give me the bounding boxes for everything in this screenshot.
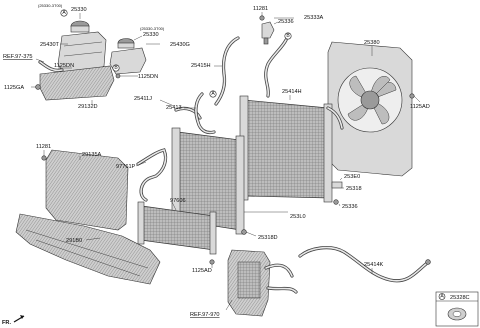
condenser-253l0 (171, 127, 247, 235)
sensor-bolt (259, 15, 265, 21)
label-25318d: 25318D (258, 235, 278, 241)
sensor-25333a (261, 21, 275, 39)
pressure-cap-body (117, 42, 135, 49)
lower-hose-25414k (298, 246, 431, 283)
air-guard-29135a (41, 149, 129, 231)
arrow-icon (13, 315, 25, 323)
bolt-11281-left (41, 155, 47, 161)
reservoir-assembly (35, 20, 147, 101)
label-25415h: 25415H (191, 63, 211, 69)
fan-shroud-25380 (327, 41, 415, 177)
label-25330-top: 25330 (71, 7, 87, 13)
label-253l0: 253L0 (290, 214, 306, 220)
leaders-top-left (31, 13, 160, 104)
label-97761p: 97761P (116, 164, 136, 170)
label-97606: 97606 (170, 198, 186, 204)
label-25328c: 25328C (450, 295, 470, 301)
label-front: FR. (2, 320, 11, 326)
reservoir-bracket (39, 65, 115, 101)
label-25430g: 25430G (170, 42, 190, 48)
sub-condenser-97606 (137, 201, 217, 255)
label-29135a: 29135A (82, 152, 102, 158)
radiator-core (243, 99, 331, 199)
fan-hub (360, 90, 380, 110)
label-25411j: 25411J (134, 96, 152, 102)
svg-text:A: A (211, 91, 215, 97)
bolt-1125dn (115, 73, 121, 79)
bolt-1125ad-bottom (209, 259, 215, 265)
callout-b-top: B (112, 64, 120, 72)
svg-text:A: A (440, 294, 444, 300)
callout-a-legend: A (438, 293, 446, 300)
label-1125ad-bottom: 1125AD (192, 268, 212, 274)
hose-25411j (174, 106, 202, 120)
coolant-module (227, 249, 298, 317)
label-25336-bot: 25336 (342, 204, 358, 210)
label-1125dn-a: 1125DN (54, 63, 74, 69)
label-253e0: 253E0 (344, 174, 360, 180)
air-guard (45, 149, 129, 231)
label-25336-top: 25336 (278, 19, 294, 25)
label-29132d: 29132D (78, 104, 98, 110)
svg-text:B: B (286, 33, 290, 39)
label-1125ga: 1125GA (4, 85, 24, 91)
bracket-253e0 (331, 181, 343, 205)
sensor-assembly (259, 15, 275, 45)
svg-text:B: B (114, 65, 118, 71)
label-11281-top: 11281 (253, 6, 268, 12)
reservoir-cap-body (70, 25, 90, 33)
label-25380: 25380 (364, 40, 380, 46)
callout-a-top: A (60, 9, 68, 17)
svg-text:A: A (62, 10, 66, 16)
label-291b0: 291B0 (66, 238, 82, 244)
label-1125ad-right: 1125AD (410, 104, 430, 110)
radiator-main (239, 95, 344, 203)
label-ref-97-375: REF.97-375 (3, 54, 33, 60)
mounting-bolt (35, 84, 41, 90)
label-25333a: 25333A (304, 15, 324, 21)
drain-plug (241, 229, 247, 235)
hose-25413 (194, 92, 216, 135)
clip-icon (447, 307, 467, 321)
bolt-1125ad-right (409, 93, 415, 99)
sensor-hose (264, 38, 288, 98)
upper-hose-25415h (214, 36, 240, 106)
label-25330-mid: 25330 (143, 32, 159, 38)
label-25414k: 25414K (364, 262, 384, 268)
label-25330-mid-sub: (25330-3T00) (140, 26, 165, 31)
deflector-291b0 (15, 213, 161, 285)
label-25318: 25318 (346, 186, 362, 192)
legend-25328c: A (435, 291, 479, 327)
callout-a-mid: A (209, 90, 217, 98)
label-1125dn-b: 1125DN (138, 74, 158, 80)
label-11281-left: 11281 (36, 144, 51, 150)
deflector (15, 213, 161, 285)
label-25330-top-sub: (25330-3T00) (38, 3, 63, 8)
callout-b-upper: B (284, 32, 292, 40)
label-25413: 25413 (166, 105, 182, 111)
label-25414h: 25414H (282, 89, 302, 95)
ac-line-97761p (136, 148, 168, 202)
label-ref-97-970: REF.97-970 (190, 312, 220, 318)
label-25430t: 25430T (40, 42, 60, 48)
label-layer: 25330 (25330-3T00) 25430T REF.97-375 112… (2, 3, 470, 326)
